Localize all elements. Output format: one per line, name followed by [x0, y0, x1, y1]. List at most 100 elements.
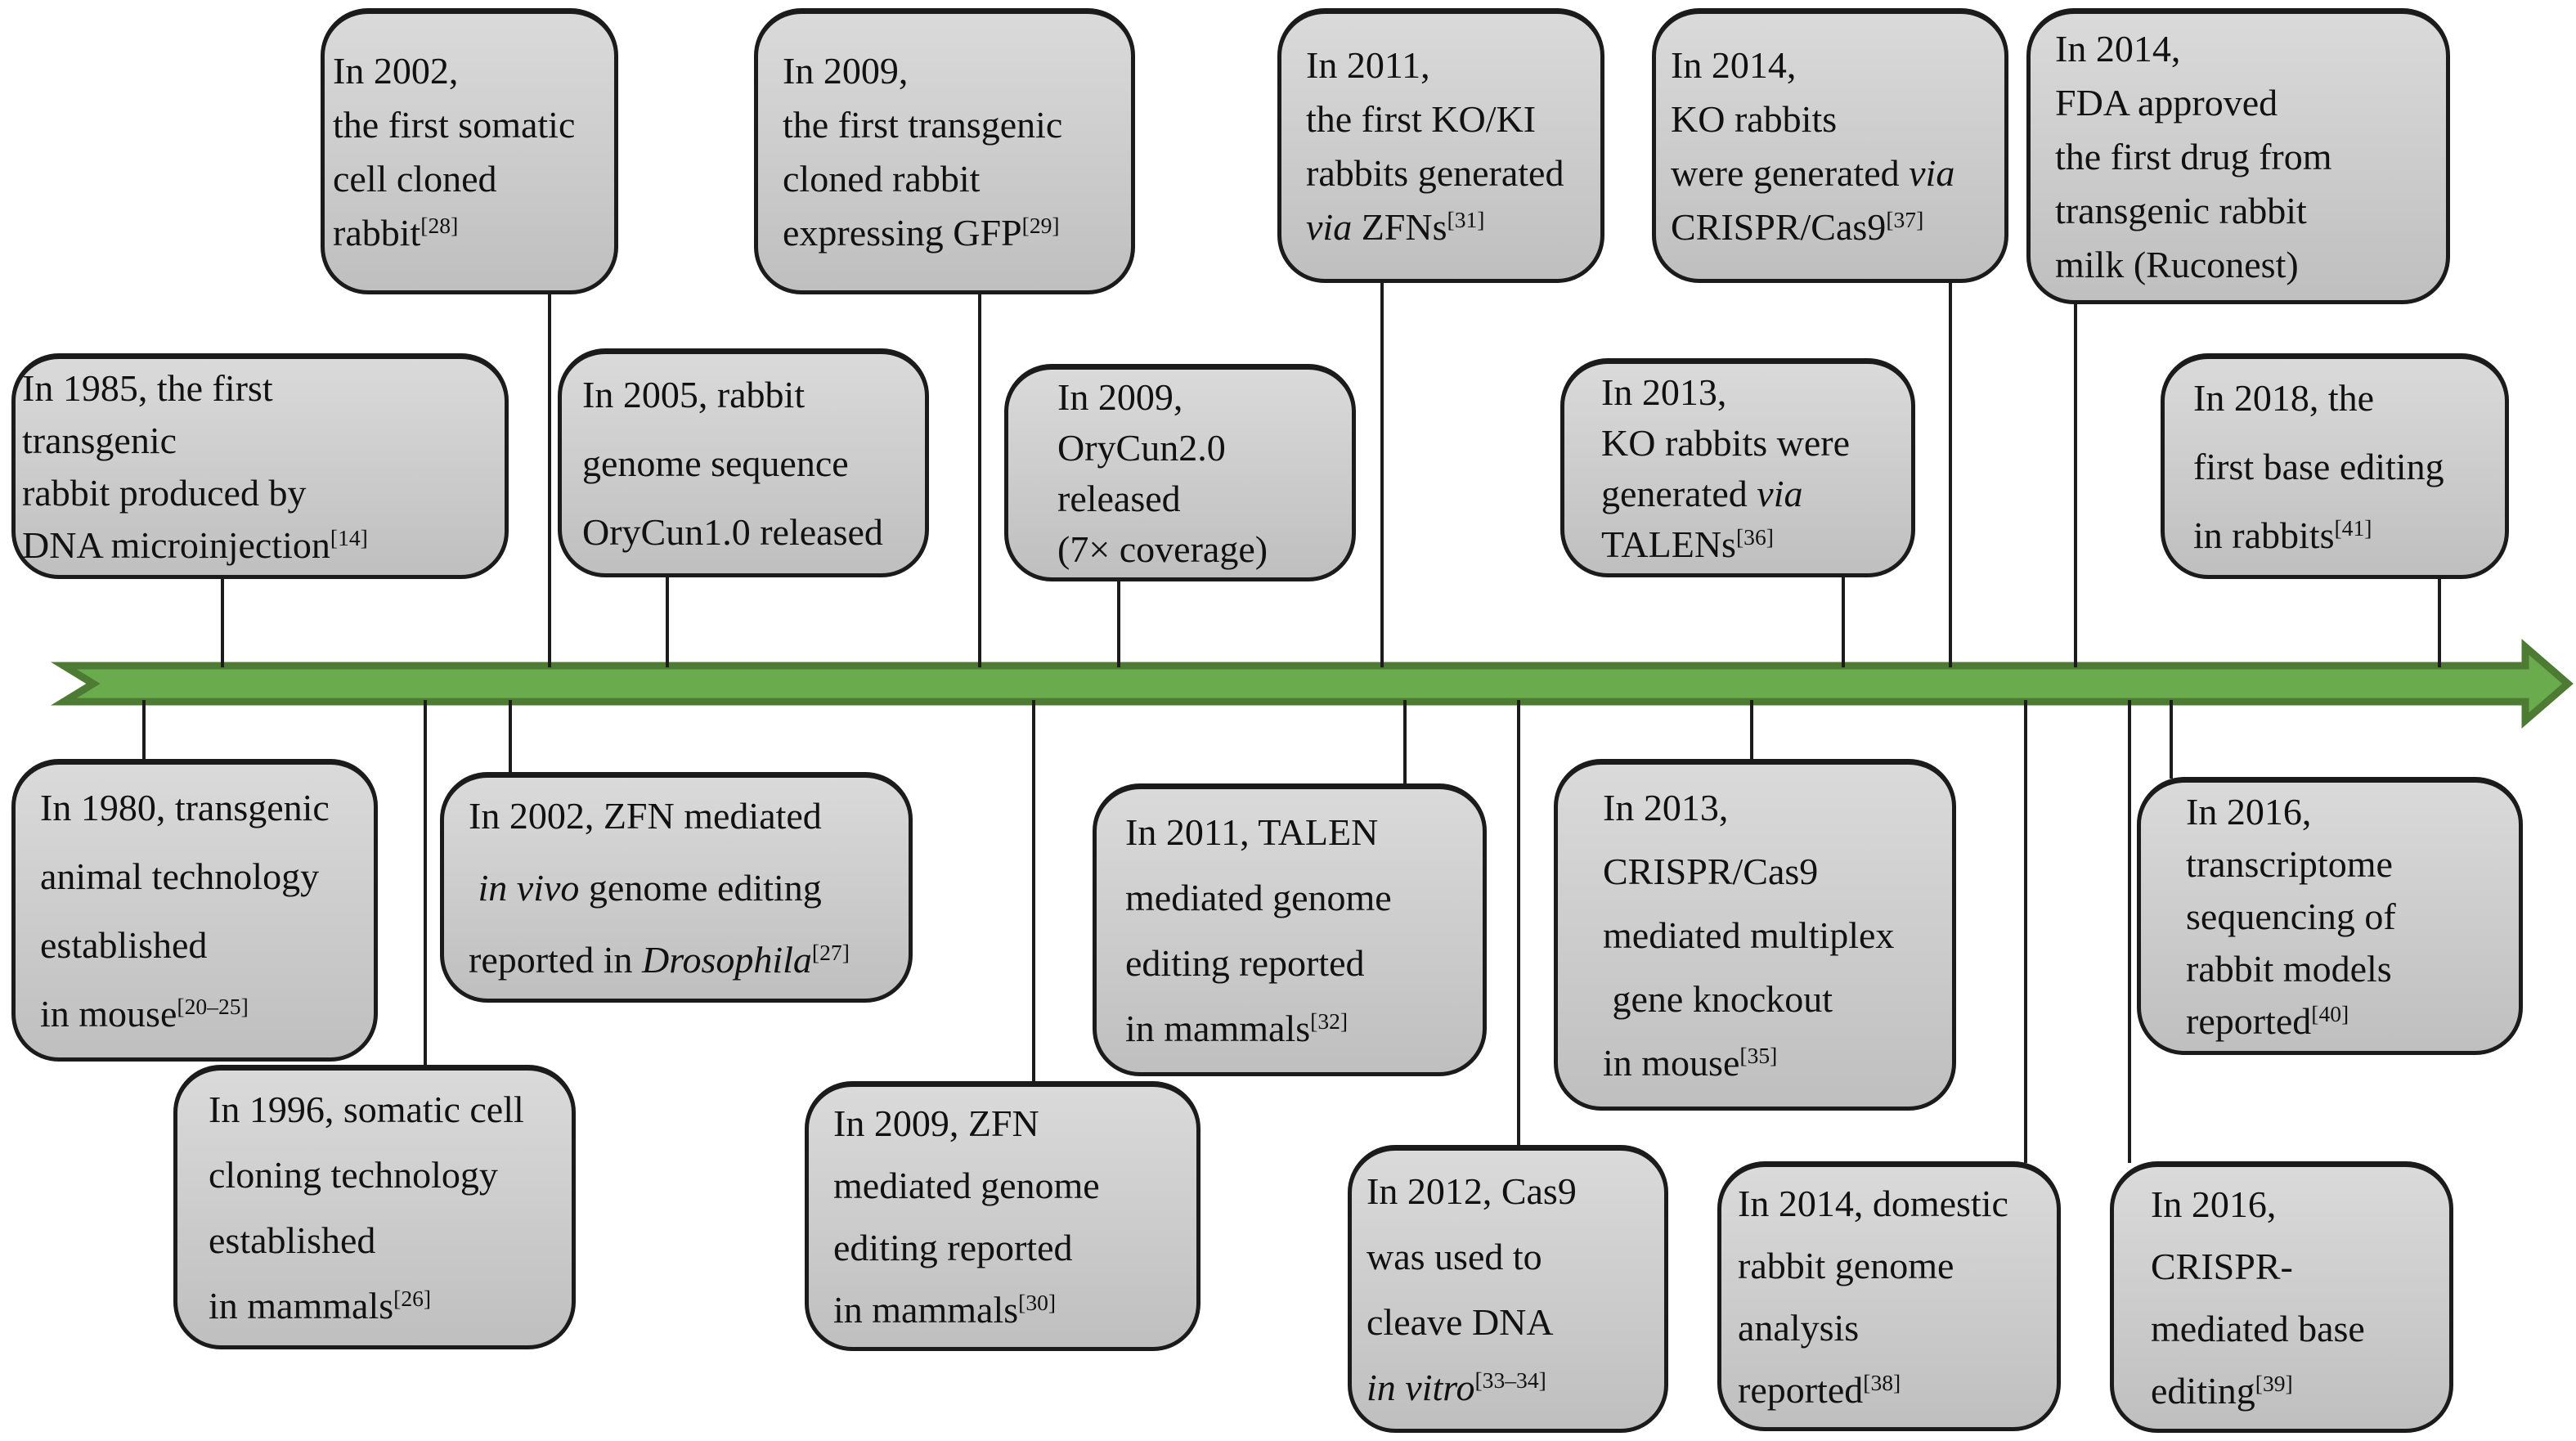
connector-line-2002-cloned-rabbit [548, 294, 551, 667]
event-text-line: expressing GFP[29] [783, 212, 1060, 254]
event-text-line: In 2002, [333, 50, 459, 92]
connector-line-2005 [666, 577, 669, 667]
event-text-line: milk (Ruconest) [2055, 244, 2299, 285]
event-text-line: animal technology [40, 855, 320, 897]
connector-line-2009-zfn [1032, 700, 1035, 1083]
event-text-line: In 2013, [1603, 787, 1729, 828]
event-text-line: editing reported [1125, 942, 1365, 984]
connector-line-2013-multiplex [1750, 700, 1753, 761]
event-text-line: released [1057, 478, 1181, 519]
event-text-line: established [40, 924, 208, 966]
connector-line-1996 [424, 700, 427, 1066]
event-text-line: rabbits generated [1306, 152, 1564, 194]
event-text-line: editing reported [833, 1227, 1073, 1268]
event-text-line: OryCun2.0 [1057, 427, 1226, 469]
event-text-line: In 2009, [783, 50, 909, 92]
event-text-line: rabbit[28] [333, 212, 459, 254]
event-text-line: rabbit produced by [22, 472, 307, 514]
event-text-line: In 2011, TALEN [1125, 811, 1379, 853]
connector-line-2011-talen [1403, 700, 1407, 785]
connector-line-2011-zfn-rabbits [1380, 283, 1384, 667]
event-text-line: transcriptome [2186, 843, 2393, 885]
event-text-line: in mouse[20–25] [40, 993, 249, 1035]
event-text-line: In 1996, somatic cell [209, 1089, 524, 1130]
event-text-line: In 2005, rabbit [582, 374, 806, 415]
event-text-line: OryCun1.0 released [582, 511, 883, 553]
event-text-line: in mouse[35] [1603, 1042, 1778, 1084]
event-text-line: in mammals[26] [209, 1285, 432, 1327]
event-box-2009-orycun2: In 2009, OryCun2.0 released (7× coverage) [1004, 364, 1356, 581]
event-text-line: established [209, 1219, 376, 1261]
event-text-line: In 2009, [1057, 376, 1183, 418]
event-text-line: mediated genome [1125, 877, 1392, 918]
connector-line-2002-zfn [509, 700, 512, 774]
event-text-line: analysis [1738, 1307, 1860, 1349]
timeline-arrow-shape [51, 639, 2574, 729]
event-text-line: cloned rabbit [783, 158, 981, 200]
event-text-line: rabbit genome [1738, 1245, 1954, 1286]
event-box-2013-multiplex: In 2013, CRISPR/Cas9 mediated multiplex ge… [1554, 759, 1956, 1111]
connector-line-2014-crispr-ko [1949, 283, 1952, 667]
event-text-line: the first KO/KI [1306, 98, 1537, 140]
connector-line-2018-base-editing [2438, 579, 2441, 667]
event-text-line: In 1985, the first [22, 367, 273, 409]
connector-line-2013-talens [1842, 577, 1845, 667]
event-text-line: in mammals[30] [833, 1289, 1057, 1331]
event-text-line: cell cloned [333, 158, 497, 200]
connector-line-2014-domestic [2024, 700, 2027, 1163]
event-text-line: In 2016, [2186, 791, 2312, 833]
event-text-line: reported in Drosophila[27] [469, 939, 850, 981]
event-text-line: CRISPR- [2151, 1246, 2293, 1287]
event-text-line: CRISPR/Cas9[37] [1671, 206, 1924, 248]
connector-line-2014-fda [2074, 304, 2077, 667]
event-text-line: In 2009, ZFN [833, 1102, 1039, 1144]
event-text-line: mediated multiplex [1603, 914, 1895, 956]
event-text-line: In 2012, Cas9 [1367, 1170, 1577, 1212]
event-text-line: reported[38] [1738, 1369, 1901, 1411]
event-box-1985: In 1985, the first transgenic rabbit produ… [11, 353, 509, 579]
event-text-line: In 2013, [1601, 371, 1727, 413]
event-text-line: KO rabbits [1671, 98, 1838, 140]
event-text-line: In 2014, domestic [1738, 1183, 2008, 1224]
event-text-line: in rabbits[41] [2193, 514, 2372, 556]
event-text-line: first base editing [2193, 446, 2444, 487]
event-text-line: (7× coverage) [1057, 528, 1268, 570]
event-text-line: genome sequence [582, 442, 849, 484]
event-text-line: the first drug from [2055, 136, 2332, 177]
event-text-line: via ZFNs[31] [1306, 206, 1485, 248]
event-text-line: in vitro[33–34] [1367, 1367, 1546, 1408]
event-text-line: In 1980, transgenic [40, 787, 330, 828]
event-text-line: mediated genome [833, 1165, 1100, 1206]
connector-line-2009-gfp [978, 294, 981, 667]
connector-line-2012-cas9 [1517, 700, 1520, 1147]
event-box-2011-talen: In 2011, TALEN mediated genome editing rep… [1093, 783, 1487, 1076]
connector-line-2016-base-editing [2128, 700, 2131, 1163]
event-text-line: TALENs[36] [1601, 523, 1774, 565]
connector-line-1980 [142, 700, 146, 761]
event-text-line: in mammals[32] [1125, 1008, 1349, 1049]
event-text-line: rabbit models [2186, 948, 2392, 990]
event-text-line: In 2016, [2151, 1183, 2277, 1225]
event-text-line: transgenic [22, 420, 177, 461]
event-text-line: DNA microinjection[14] [22, 524, 368, 566]
event-text-line: KO rabbits were [1601, 422, 1851, 464]
event-text-line: cleave DNA [1367, 1301, 1554, 1343]
event-text-line: gene knockout [1603, 978, 1833, 1020]
event-text-line: CRISPR/Cas9 [1603, 851, 1819, 892]
event-text-line: were generated via [1671, 152, 1955, 194]
event-box-1980: In 1980, transgenic animal technology esta… [11, 759, 378, 1062]
event-box-2002-zfn: In 2002, ZFN mediated in vivo genome edi… [440, 772, 913, 1003]
